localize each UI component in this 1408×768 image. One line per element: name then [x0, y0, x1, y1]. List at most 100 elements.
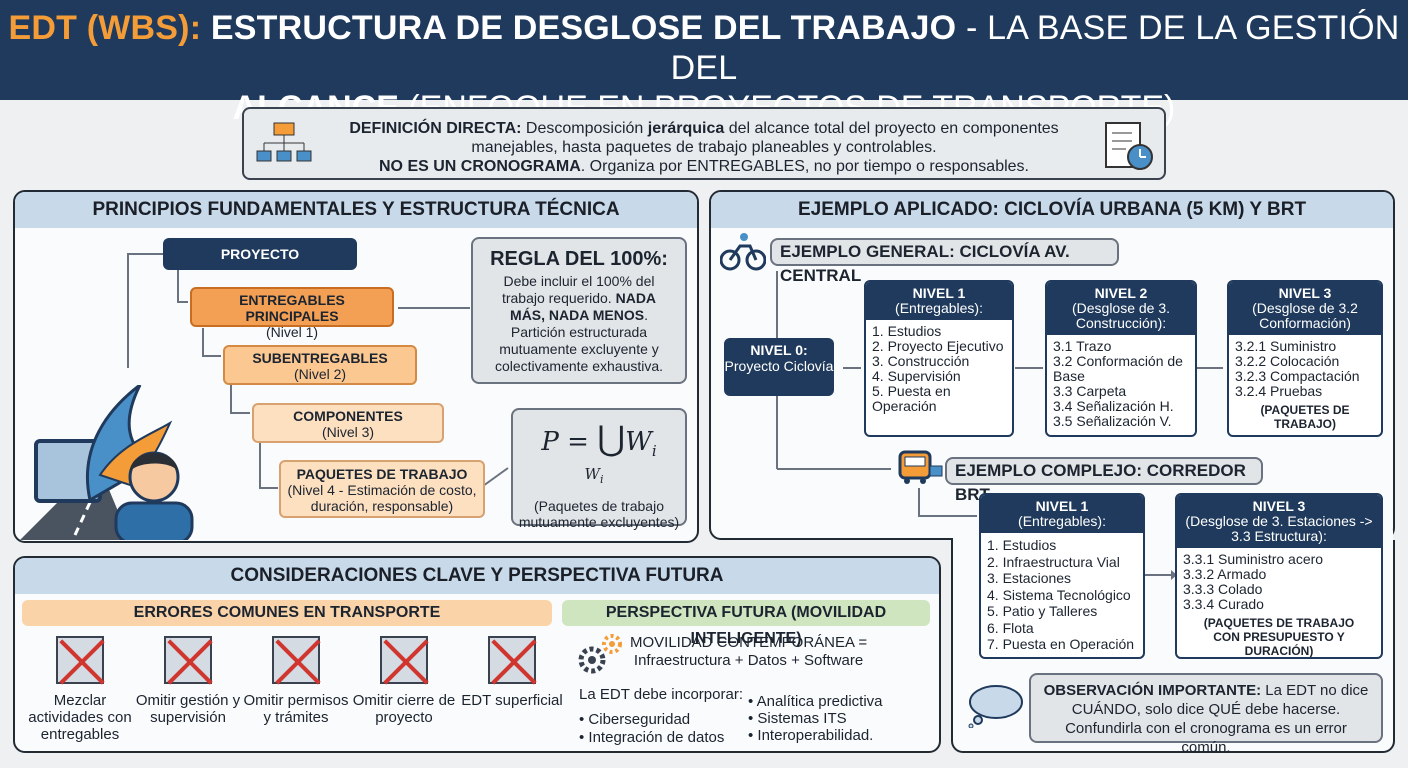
- nivel0-body: Proyecto Ciclovía: [724, 358, 834, 374]
- list-item: 4. Sistema Tecnológico: [987, 586, 1131, 603]
- error-item: Omitir gestión y supervisión: [134, 636, 242, 743]
- crossed-out-icon: [488, 636, 536, 684]
- future-eq-2: Infraestructura + Datos + Software: [633, 652, 864, 669]
- list-item: 3.2.4 Pruebas: [1235, 383, 1323, 399]
- rule-100-box: REGLA DEL 100%: Debe incluir el 100% del…: [471, 237, 687, 384]
- nivel0-head: NIVEL 0:: [750, 342, 808, 358]
- node-componentes: COMPONENTES (Nivel 3): [252, 403, 444, 443]
- error-item: Mezclar actividades con entregables: [26, 636, 134, 743]
- header-prefix: EDT (WBS):: [8, 9, 202, 47]
- arrow-brt: [1145, 570, 1177, 580]
- gen-nivel3-sub: (Desglose de 3.2 Conformación): [1252, 300, 1358, 331]
- crossed-out-icon: [272, 636, 320, 684]
- brt-nivel1-head: NIVEL 1: [1035, 498, 1089, 514]
- observation-label: OBSERVACIÓN IMPORTANTE:: [1043, 682, 1262, 699]
- page-header: EDT (WBS): ESTRUCTURA DE DESGLOSE DEL TR…: [0, 0, 1408, 127]
- future-eq-1: MOVILIDAD CONTEMPORÁNEA =: [630, 634, 868, 651]
- gen-nivel3-note: (PAQUETES DE TRABAJO): [1260, 403, 1350, 431]
- definition-text-2: del alcance total del proyecto en compon…: [471, 120, 1059, 156]
- future-intro: La EDT debe incorporar:: [579, 686, 743, 703]
- header-title-bold: ESTRUCTURA DE DESGLOSE DEL TRABAJO: [210, 9, 957, 47]
- hierarchy-icon: [256, 122, 312, 162]
- list-item: 7. Puesta en Operación: [987, 636, 1135, 652]
- list-item: 3.5 Señalización V.: [1053, 413, 1172, 429]
- brt-nivel3-note: (PAQUETES DE TRABAJO CON PRESUPUESTO Y D…: [1203, 616, 1355, 658]
- node-subentregables-sub: (Nivel 2): [293, 366, 347, 382]
- rule-text-1: Debe incluir el 100% del trabajo requeri…: [501, 273, 655, 306]
- formula-sub-i: i: [651, 442, 657, 461]
- future-item: • Analítica predictiva: [748, 693, 883, 710]
- brt-nivel3-sub: (Desglose de 3. Estaciones -> 3.3 Estruc…: [1185, 513, 1373, 544]
- formula-w: W: [625, 427, 652, 457]
- considerations-panel: CONSIDERACIONES CLAVE Y PERSPECTIVA FUTU…: [13, 556, 941, 753]
- errors-list: Mezclar actividades con entregables Omit…: [26, 636, 566, 743]
- future-equation: MOVILIDAD CONTEMPORÁNEA = Infraestructur…: [630, 634, 867, 670]
- general-example-title: EJEMPLO GENERAL: CICLOVÍA AV. CENTRAL: [770, 238, 1119, 285]
- bicycle-icon: [720, 233, 766, 271]
- future-title: PERSPECTIVA FUTURA (MOVILIDAD INTELIGENT…: [562, 600, 930, 647]
- node-paquetes-label: PAQUETES DE TRABAJO: [296, 466, 468, 482]
- formula-under-w: W: [584, 465, 600, 484]
- list-item: 3.2.2 Colocación: [1235, 353, 1340, 369]
- error-label: EDT superficial: [461, 692, 563, 709]
- definition-label: DEFINICIÓN DIRECTA:: [349, 120, 522, 137]
- bus-icon: [898, 450, 943, 484]
- future-item: • Ciberseguridad: [579, 711, 691, 728]
- node-subentregables-label: SUBENTREGABLES: [252, 350, 388, 366]
- principles-connectors: [127, 253, 509, 489]
- list-item: 5. Puesta en Operación: [872, 383, 951, 414]
- future-list-2: • Analítica predictiva• Sistemas ITS• In…: [748, 693, 883, 744]
- rule-bold: NADA MÁS, NADA MENOS: [510, 290, 657, 323]
- considerations-title: CONSIDERACIONES CLAVE Y PERSPECTIVA FUTU…: [15, 558, 939, 594]
- brt-nivel3-box: NIVEL 3(Desglose de 3. Estaciones -> 3.3…: [1175, 493, 1383, 659]
- node-entregables-label: ENTREGABLES PRINCIPALES: [239, 292, 345, 324]
- gen-nivel2-box: NIVEL 2(Desglose de 3. Construcción): 3.…: [1045, 280, 1197, 437]
- gen-nivel3-box: NIVEL 3(Desglose de 3.2 Conformación) 3.…: [1227, 280, 1383, 437]
- error-item: Omitir cierre de proyecto: [350, 636, 458, 743]
- list-item: 6. Flota: [987, 619, 1034, 636]
- future-item: • Sistemas ITS: [748, 710, 847, 727]
- definition-bold-1: jerárquica: [647, 120, 725, 137]
- error-item: Omitir permisos y trámites: [242, 636, 350, 743]
- error-item: EDT superficial: [458, 636, 566, 743]
- formula-box: P = ⋃Wi Wi (Paquetes de trabajo mutuamen…: [511, 408, 687, 530]
- error-label: Omitir cierre de proyecto: [352, 692, 456, 726]
- formula: P = ⋃Wi: [513, 422, 685, 466]
- list-item: 3.3.3 Colado: [1183, 581, 1263, 597]
- crossed-out-icon: [56, 636, 104, 684]
- gen-nivel2-head: NIVEL 2: [1094, 285, 1148, 301]
- error-label: Omitir permisos y trámites: [243, 692, 349, 726]
- list-item: 2. Infraestructura Vial: [987, 553, 1120, 570]
- example-connectors: [776, 271, 1223, 517]
- list-item: 3. Construcción: [872, 353, 970, 369]
- schedule-clipboard-icon: [1105, 122, 1153, 170]
- errors-title: ERRORES COMUNES EN TRANSPORTE: [22, 600, 552, 626]
- definition-text-1: Descomposición: [525, 120, 644, 137]
- future-item: • Interoperabilidad.: [748, 727, 874, 744]
- list-item: 3.2.1 Suministro: [1235, 338, 1337, 354]
- header-title-rest: - LA BASE DE LA GESTIÓN DEL: [670, 9, 1400, 87]
- list-item: 1. Estudios: [872, 323, 942, 339]
- brt-nivel3-head: NIVEL 3: [1252, 498, 1306, 514]
- list-item: 3.3.4 Curado: [1183, 596, 1264, 612]
- error-label: Mezclar actividades con entregables: [28, 692, 132, 743]
- thought-cloud-icon: [968, 685, 1023, 728]
- gen-nivel2-sub: (Desglose de 3. Construcción):: [1071, 300, 1171, 331]
- formula-under-i: i: [599, 473, 604, 487]
- list-item: 3.4 Señalización H.: [1053, 398, 1174, 414]
- crossed-out-icon: [380, 636, 428, 684]
- gen-nivel3-head: NIVEL 3: [1278, 285, 1332, 301]
- definition-bold-2: NO ES UN CRONOGRAMA: [379, 158, 581, 175]
- node-componentes-label: COMPONENTES: [293, 408, 403, 424]
- rule-title: REGLA DEL 100%:: [490, 248, 668, 270]
- formula-caption: (Paquetes de trabajo mutuamente excluyen…: [518, 498, 680, 531]
- node-entregables-sub: (Nivel 1): [265, 324, 319, 340]
- node-componentes-sub: (Nivel 3): [321, 424, 375, 440]
- formula-union: ⋃: [597, 419, 626, 459]
